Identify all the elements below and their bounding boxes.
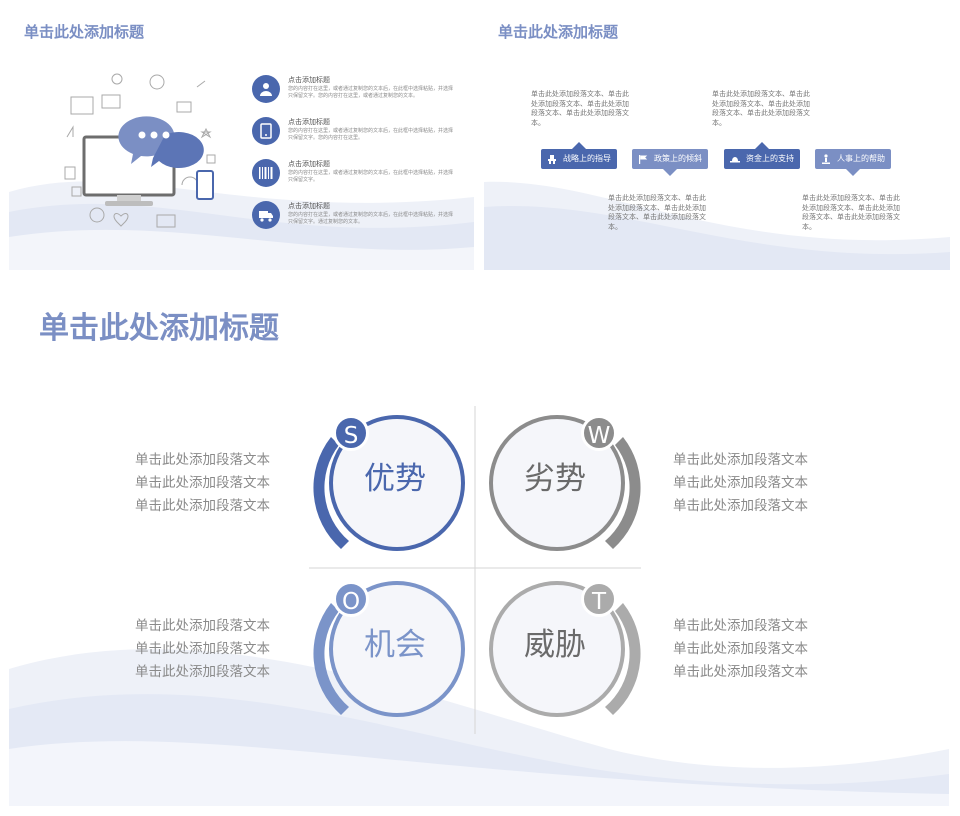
slide-title[interactable]: 单击此处添加标题 bbox=[39, 311, 279, 346]
feature-item[interactable]: 点击添加标题 您的内容打在这里，或者通过复制您的文本后，在此框中选择粘贴，并选择… bbox=[252, 117, 453, 153]
tag-personnel[interactable]: 人事上的帮助 bbox=[815, 149, 891, 176]
quadrant-label: 优势 bbox=[364, 461, 426, 497]
feature-title: 点击添加标题 bbox=[288, 118, 330, 126]
paragraph-line: 单击此处添加段落文本 bbox=[135, 641, 270, 657]
swot-threat[interactable]: 威胁 bbox=[485, 577, 645, 727]
paragraph-line: 单击此处添加段落文本 bbox=[673, 618, 808, 634]
feature-title: 点击添加标题 bbox=[288, 160, 330, 168]
tag-label: 人事上的帮助 bbox=[837, 154, 885, 163]
paragraph-line: 单击此处添加段落文本 bbox=[135, 664, 270, 680]
strength-ring bbox=[313, 415, 465, 551]
person-icon bbox=[822, 154, 830, 164]
feature-title: 点击添加标题 bbox=[288, 202, 330, 210]
hat-icon bbox=[730, 157, 740, 163]
globe-icon bbox=[89, 207, 105, 223]
image-icon bbox=[70, 96, 94, 115]
paragraph-text[interactable]: 单击此处添加段落文本、单击此处添加段落文本、单击此处添加段落文本、单击此处添加段… bbox=[531, 90, 629, 127]
cart-icon bbox=[71, 186, 82, 197]
podium-icon bbox=[548, 155, 556, 164]
opportunity-ring bbox=[313, 581, 465, 717]
paragraph-line: 单击此处添加段落文本 bbox=[135, 475, 270, 491]
tablet-icon bbox=[252, 117, 280, 145]
feature-item[interactable]: 点击添加标题 您的内容打在这里，或者通过复制您的文本后，在此框中选择粘贴，并选择… bbox=[252, 201, 453, 237]
document-icon bbox=[64, 166, 76, 180]
opportunity-text[interactable]: 单击此处添加段落文本 单击此处添加段落文本 单击此处添加段落文本 bbox=[135, 615, 275, 684]
weakness-ring bbox=[489, 415, 641, 551]
weakness-text[interactable]: 单击此处添加段落文本 单击此处添加段落文本 单击此处添加段落文本 bbox=[673, 449, 813, 518]
wifi-icon bbox=[181, 176, 199, 186]
swot-letter-badge: T bbox=[581, 581, 617, 617]
tag-policy[interactable]: 政策上的倾斜 bbox=[632, 149, 708, 176]
paragraph-line: 单击此处添加段落文本 bbox=[673, 641, 808, 657]
paragraph-line: 单击此处添加段落文本 bbox=[673, 475, 808, 491]
user-icon bbox=[252, 75, 280, 103]
swot-letter-badge: S bbox=[333, 415, 369, 451]
tag-label: 资金上的支持 bbox=[746, 154, 794, 163]
phone-icon bbox=[196, 170, 214, 200]
slide-main-swot[interactable]: 单击此处添加标题 优势 S 劣势 W 机会 O 威 bbox=[9, 279, 949, 806]
swot-opportunity[interactable]: 机会 bbox=[309, 577, 469, 727]
slide-thumbnail-1[interactable]: 单击此处添加标题 bbox=[9, 7, 474, 270]
slide-title[interactable]: 单击此处添加标题 bbox=[24, 23, 145, 41]
feature-desc: 您的内容打在这里，或者通过复制您的文本后，在此框中选择粘贴，并选择只保留文字。 bbox=[288, 170, 454, 183]
swot-letter-badge: W bbox=[581, 415, 617, 451]
mail-icon bbox=[176, 101, 192, 113]
chat-icon bbox=[156, 214, 176, 228]
feature-desc: 您的内容打在这里，或者通过复制您的文本后，在此框中选择粘贴，并选择只保留文字。您… bbox=[288, 128, 454, 141]
swot-weakness[interactable]: 劣势 bbox=[485, 411, 645, 561]
paragraph-text[interactable]: 单击此处添加段落文本、单击此处添加段落文本、单击此处添加段落文本、单击此处添加段… bbox=[802, 194, 900, 231]
paragraph-text[interactable]: 单击此处添加段落文本、单击此处添加段落文本、单击此处添加段落文本、单击此处添加段… bbox=[608, 194, 706, 231]
paragraph-line: 单击此处添加段落文本 bbox=[135, 498, 270, 514]
paragraph-line: 单击此处添加段落文本 bbox=[135, 618, 270, 634]
quadrant-label: 威胁 bbox=[524, 627, 586, 663]
camera-icon bbox=[101, 94, 121, 109]
music-icon bbox=[66, 125, 74, 138]
swot-strength[interactable]: 优势 bbox=[309, 411, 469, 561]
truck-icon bbox=[252, 201, 280, 229]
link-icon bbox=[196, 80, 206, 88]
flag-icon bbox=[639, 155, 648, 164]
tag-label: 政策上的倾斜 bbox=[654, 154, 702, 163]
feature-item[interactable]: 点击添加标题 您的内容打在这里，或者通过复制您的文本后，在此框中选择粘贴，并选择… bbox=[252, 75, 453, 111]
wave-background bbox=[484, 181, 950, 270]
paragraph-line: 单击此处添加段落文本 bbox=[673, 498, 808, 514]
feature-desc: 您的内容打在这里，或者通过复制您的文本后，在此框中选择粘贴，并选择只保留文字。通… bbox=[288, 212, 454, 225]
feature-item[interactable]: 点击添加标题 您的内容打在这里，或者通过复制您的文本后，在此框中选择粘贴，并选择… bbox=[252, 159, 453, 195]
barcode-icon bbox=[252, 159, 280, 187]
quadrant-divider bbox=[309, 406, 641, 734]
smile-icon bbox=[111, 73, 123, 85]
slide-thumbnail-2[interactable]: 单击此处添加标题 单击此处添加段落文本、单击此处添加段落文本、单击此处添加段落文… bbox=[484, 7, 950, 270]
paragraph-line: 单击此处添加段落文本 bbox=[673, 452, 808, 468]
heart-icon bbox=[113, 213, 129, 227]
tag-label: 战略上的指导 bbox=[563, 154, 611, 163]
tag-funding[interactable]: 资金上的支持 bbox=[724, 142, 800, 169]
paragraph-text[interactable]: 单击此处添加段落文本、单击此处添加段落文本、单击此处添加段落文本、单击此处添加段… bbox=[712, 90, 810, 127]
quadrant-label: 机会 bbox=[364, 627, 426, 663]
threat-text[interactable]: 单击此处添加段落文本 单击此处添加段落文本 单击此处添加段落文本 bbox=[673, 615, 813, 684]
paragraph-line: 单击此处添加段落文本 bbox=[135, 452, 270, 468]
strength-text[interactable]: 单击此处添加段落文本 单击此处添加段落文本 单击此处添加段落文本 bbox=[135, 449, 275, 518]
quadrant-label: 劣势 bbox=[524, 461, 586, 497]
tag-strategy[interactable]: 战略上的指导 bbox=[541, 142, 617, 169]
swot-letter-badge: O bbox=[333, 581, 369, 617]
paragraph-line: 单击此处添加段落文本 bbox=[673, 664, 808, 680]
communication-illustration bbox=[64, 73, 216, 228]
thumb-icon bbox=[206, 154, 216, 164]
slide-title[interactable]: 单击此处添加标题 bbox=[498, 23, 619, 41]
wave-background bbox=[9, 649, 949, 806]
feature-title: 点击添加标题 bbox=[288, 76, 330, 84]
bulb-icon bbox=[149, 74, 165, 90]
threat-ring bbox=[489, 581, 641, 717]
star-icon bbox=[200, 127, 212, 139]
feature-desc: 您的内容打在这里，或者通过复制您的文本后，在此框中选择粘贴，并选择只保留文字。您… bbox=[288, 86, 454, 99]
